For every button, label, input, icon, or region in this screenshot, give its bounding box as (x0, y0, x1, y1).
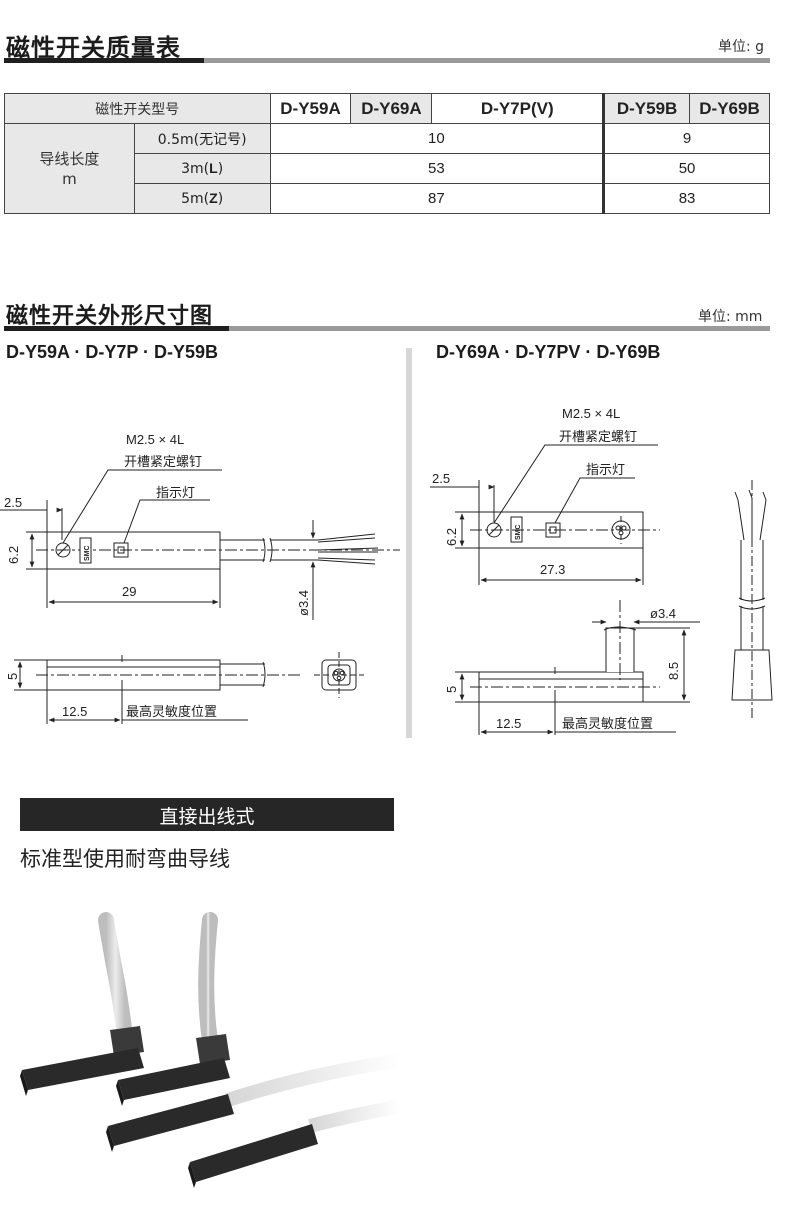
model-cell-d-y69a: D-Y69A (350, 93, 433, 124)
right-side-view (455, 600, 700, 735)
product-tagline: 标准型使用耐弯曲导线 (20, 847, 230, 871)
right-drawing-subtitle: D-Y69A · D-Y7PV · D-Y69B (436, 342, 661, 362)
mass-table: 磁性开关型号 D-Y59A D-Y69A D-Y7P(V) D-Y59B D-Y… (4, 93, 770, 214)
table-row: 3m(L) 53 50 (5, 153, 770, 184)
dim-section-bar-dark (4, 326, 229, 331)
mass-value-group-a: 87 (269, 183, 605, 214)
smc-logo-box (79, 537, 92, 564)
dimension-drawings: M2.5 × 4L 开槽紧定螺钉 指示灯 2.5 6.2 29 ø3.4 5 1… (0, 406, 773, 735)
left-drawing-subtitle: D-Y59A · D-Y7P · D-Y59B (6, 342, 219, 362)
mass-value-group-b: 83 (602, 183, 770, 214)
wiring-type-tab: 直接出线式 (20, 798, 394, 831)
left-screw-desc: 开槽紧定螺钉 (124, 455, 202, 470)
right-dim-thickness: 5 (444, 686, 459, 693)
right-dim-cable: ø3.4 (650, 606, 676, 621)
right-screw-label: M2.5 × 4L (562, 406, 620, 421)
mass-section-bar-light (204, 58, 770, 63)
right-dim-height: 6.2 (444, 528, 459, 546)
right-dim-offset: 2.5 (432, 471, 450, 486)
left-dim-offset: 2.5 (4, 495, 22, 510)
right-dim-length: 27.3 (540, 562, 565, 577)
left-dim-length: 29 (122, 584, 136, 599)
mass-value-group-a: 10 (269, 123, 605, 154)
right-cable-elevation (731, 480, 773, 718)
indicator-light-icon (545, 522, 561, 538)
mass-unit-label: 单位: g (718, 39, 765, 55)
right-dim-total: 8.5 (666, 662, 681, 680)
indicator-light-icon (113, 542, 129, 558)
right-sensing-label: 最高灵敏度位置 (562, 716, 653, 732)
model-cell-d-y69b: D-Y69B (689, 93, 770, 124)
sensor-product-1 (20, 912, 144, 1096)
dim-section-bar-light (229, 326, 770, 331)
left-dim-cable: ø3.4 (296, 590, 311, 616)
lead-length-unit: m (62, 169, 77, 188)
mass-value-group-b: 9 (602, 123, 770, 154)
wiring-type-label: 直接出线式 (159, 806, 255, 828)
right-screw-desc: 开槽紧定螺钉 (559, 430, 637, 445)
left-screw-label: M2.5 × 4L (126, 432, 184, 447)
table-row: 5m(Z) 87 83 (5, 183, 770, 214)
right-top-view (430, 444, 660, 585)
left-drawing-labels: M2.5 × 4L 开槽紧定螺钉 指示灯 2.5 6.2 29 ø3.4 5 1… (4, 432, 311, 720)
mass-section-bar-dark (4, 58, 204, 63)
length-cell: 0.5m(无记号) (133, 123, 271, 154)
left-top-view (0, 469, 400, 620)
right-dim-sensing: 12.5 (496, 716, 521, 731)
left-dim-sensing: 12.5 (62, 704, 87, 719)
dim-unit-label: 单位: mm (698, 309, 763, 325)
sensor-product-3 (106, 1053, 402, 1152)
left-smc-logo: SMC (84, 545, 91, 561)
model-cell-d-y59a: D-Y59A (269, 93, 352, 124)
length-cell: 3m(L) (133, 153, 271, 184)
right-smc-logo: SMC (515, 524, 522, 540)
left-dim-height: 6.2 (6, 546, 21, 564)
model-header-cell: 磁性开关型号 (4, 93, 271, 124)
drawing-divider (406, 348, 412, 738)
left-indicator-label: 指示灯 (156, 486, 195, 501)
length-cell: 5m(Z) (133, 183, 271, 214)
model-cell-d-y7pv: D-Y7P(V) (431, 93, 605, 124)
left-side-view (14, 652, 364, 724)
product-photo (20, 912, 402, 1188)
mass-section-title: 磁性开关质量表 (6, 34, 181, 62)
left-dim-thickness: 5 (5, 673, 20, 680)
left-sensing-label: 最高灵敏度位置 (126, 704, 217, 720)
right-indicator-label: 指示灯 (586, 463, 625, 478)
sensor-product-2 (116, 912, 230, 1106)
right-drawing-labels: M2.5 × 4L 开槽紧定螺钉 指示灯 2.5 6.2 27.3 ø3.4 5… (432, 406, 681, 732)
smc-logo-box (510, 516, 523, 543)
table-header-row: 磁性开关型号 D-Y59A D-Y69A D-Y7P(V) D-Y59B D-Y… (4, 93, 770, 124)
lead-length-label: 导线长度 m (4, 123, 135, 214)
dim-section-title: 磁性开关外形尺寸图 (6, 304, 214, 329)
sensor-product-4 (188, 1099, 402, 1188)
lead-length-label-text: 导线长度 (39, 149, 100, 168)
table-row: 导线长度 m 0.5m(无记号) 10 9 (4, 123, 770, 214)
